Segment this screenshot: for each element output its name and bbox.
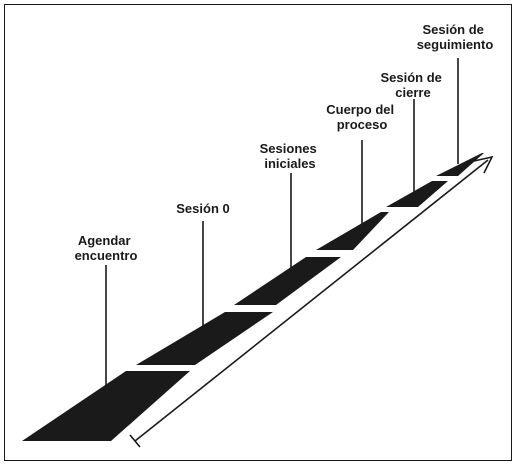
time-arrow-shaft (134, 159, 489, 442)
stage-pointers (105, 58, 459, 406)
label-agendar: Agendar encuentro (75, 233, 138, 263)
band-segment-sesion-0 (136, 312, 273, 365)
stage-labels: Agendar encuentro Sesión 0 Sesiones inic… (75, 22, 494, 263)
time-arrow (129, 155, 494, 448)
label-iniciales: Sesiones iniciales (260, 141, 321, 171)
band-segment-iniciales (234, 257, 341, 305)
diagram-frame (4, 4, 512, 461)
band-segments (22, 153, 484, 441)
band-segment-cierre (386, 181, 448, 207)
label-cierre: Sesión de cierre (380, 70, 445, 100)
label-sesion-0: Sesión 0 (176, 201, 229, 216)
label-seguimiento: Sesión de seguimiento (417, 22, 494, 52)
band-segment-seguimiento (436, 153, 484, 176)
label-cuerpo: Cuerpo del proceso (326, 102, 398, 132)
time-arrow-head (473, 155, 494, 174)
band-segment-cuerpo (316, 212, 389, 250)
time-arrow-start-tick (129, 434, 141, 448)
